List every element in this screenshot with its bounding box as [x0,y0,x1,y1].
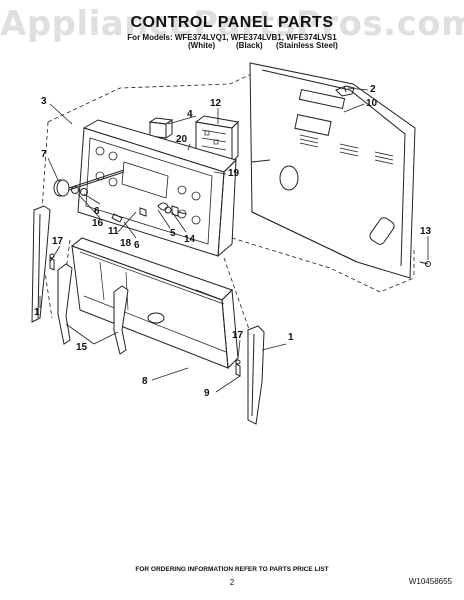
callout-20: 20 [176,134,188,145]
ordering-footer: FOR ORDERING INFORMATION REFER TO PARTS … [135,566,329,573]
callout-18: 18 [120,238,132,249]
part-14 [171,205,187,217]
part-knob [53,169,125,197]
callout-2: 2 [370,84,376,95]
part-right-end-cap [235,325,265,425]
variant-black: (Black) [236,41,263,50]
part-control-panel [77,119,237,258]
page-number: 2 [229,578,235,587]
part-clip-2 [335,85,355,97]
page-title: CONTROL PANEL PARTS [130,14,334,31]
part-grommets [71,186,88,196]
part-switch-assembly [111,202,172,223]
callout-5: 5 [170,228,176,239]
callout-19: 19 [228,168,240,179]
callout-1-left: 1 [34,307,40,318]
callout-14: 14 [184,234,196,245]
callout-13: 13 [420,226,432,237]
callout-6-a: 6 [94,206,100,217]
callout-7: 7 [41,149,47,160]
model-variants: (White) (Black) (Stainless Steel) [0,41,464,53]
callout-17-right: 17 [232,330,244,341]
callout-6-b: 6 [134,240,140,251]
variant-white: (White) [188,41,216,50]
watermark: AppliancePartsPros.com [0,4,464,44]
part-manifold-panel [70,237,239,370]
part-4-box [148,117,174,139]
part-screw-13 [419,261,431,267]
callout-9: 9 [204,388,210,399]
variant-stainless: (Stainless Steel) [276,41,338,50]
leader-lines [39,87,429,393]
callout-8: 8 [142,376,148,387]
back-panel [249,62,416,279]
callout-numbers: 1 1 2 3 4 5 6 6 7 8 9 10 11 12 13 14 15 … [34,84,432,399]
callout-11: 11 [108,226,119,237]
part-15-brackets [57,263,129,355]
models-line: For Models: WFE374LVQ1, WFE374LVB1, WFE3… [127,33,337,42]
callout-1-right: 1 [288,332,294,343]
callout-12: 12 [210,98,222,109]
callout-10: 10 [366,98,378,109]
callout-3: 3 [41,96,47,107]
callout-17-left: 17 [52,236,64,247]
document-number: W10458655 [408,577,452,586]
callout-4: 4 [187,109,193,120]
callout-16: 16 [92,218,104,229]
callout-15: 15 [76,342,88,353]
part-left-end-cap [31,205,55,323]
